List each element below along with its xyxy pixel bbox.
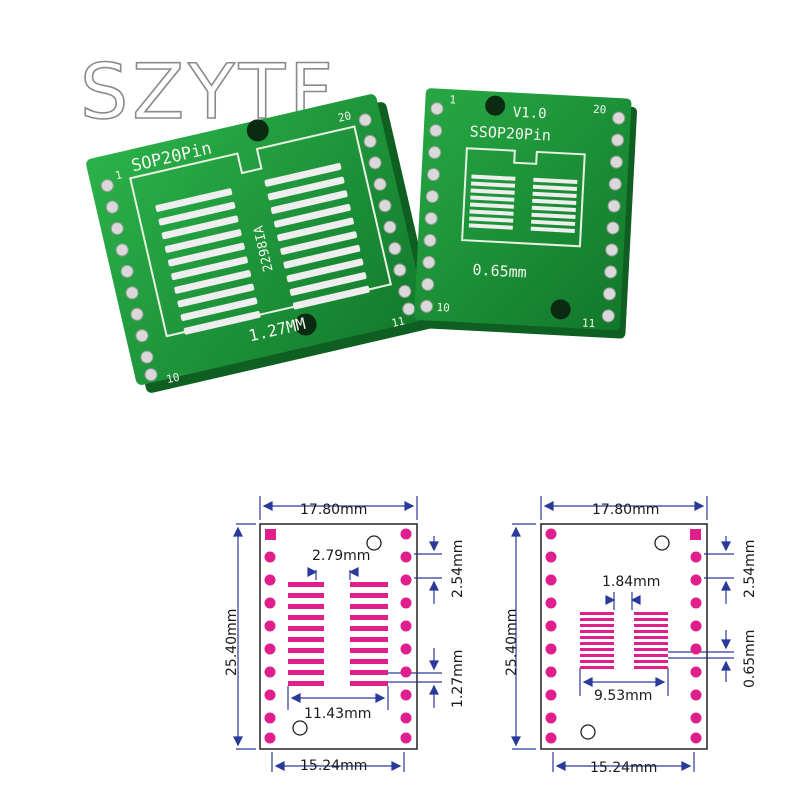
ssop-title: SSOP20Pin	[469, 122, 551, 144]
sop-diagram-pads	[264, 528, 412, 744]
sop-pad-span-label: 11.43mm	[304, 706, 371, 722]
ssop-width-label: 17.80mm	[592, 502, 659, 518]
ssop-pin-pitch-label: 2.54mm	[742, 540, 758, 598]
ssop-pin-11: 11	[582, 316, 596, 330]
ssop-pad-gap-label: 1.84mm	[602, 574, 660, 590]
sop-pin-1: 1	[114, 168, 123, 182]
ssop-pad-pitch-label: 0.65mm	[742, 630, 758, 688]
ssop-height-label: 25.40mm	[504, 609, 520, 676]
sop20-board: SOP20Pin 2298IA 1.27MM 1 10 20 11	[86, 94, 437, 393]
sop-width-label: 17.80mm	[300, 502, 367, 518]
ssop-diagram-pads	[545, 528, 702, 744]
sop-pad-gap-label: 2.79mm	[312, 548, 370, 564]
ssop-pin-10: 10	[436, 301, 450, 315]
sop-pin-11: 11	[390, 314, 406, 330]
sop-height-label: 25.40mm	[224, 609, 240, 676]
sop-row-span-label: 15.24mm	[300, 758, 367, 774]
ssop-row-span-label: 15.24mm	[590, 760, 657, 776]
watermark: SZYTF	[80, 47, 337, 136]
ssop-pin-1: 1	[449, 93, 456, 106]
sop-pin-20: 20	[337, 109, 353, 125]
sop-pad-pitch-label: 1.27mm	[450, 650, 466, 708]
ssop-pin-20: 20	[593, 103, 607, 117]
ssop-pad-span-label: 9.53mm	[594, 688, 652, 704]
sop-dimension-diagram	[233, 496, 442, 772]
ssop-dimension-diagram	[511, 496, 734, 772]
ssop-version: V1.0	[512, 105, 547, 123]
ssop-pitch: 0.65mm	[472, 261, 527, 282]
sop-pin-pitch-label: 2.54mm	[450, 540, 466, 598]
sop-pin-10: 10	[165, 370, 181, 386]
ssop20-board: V1.0 SSOP20Pin 0.65mm 1 10 20 11	[414, 88, 638, 339]
